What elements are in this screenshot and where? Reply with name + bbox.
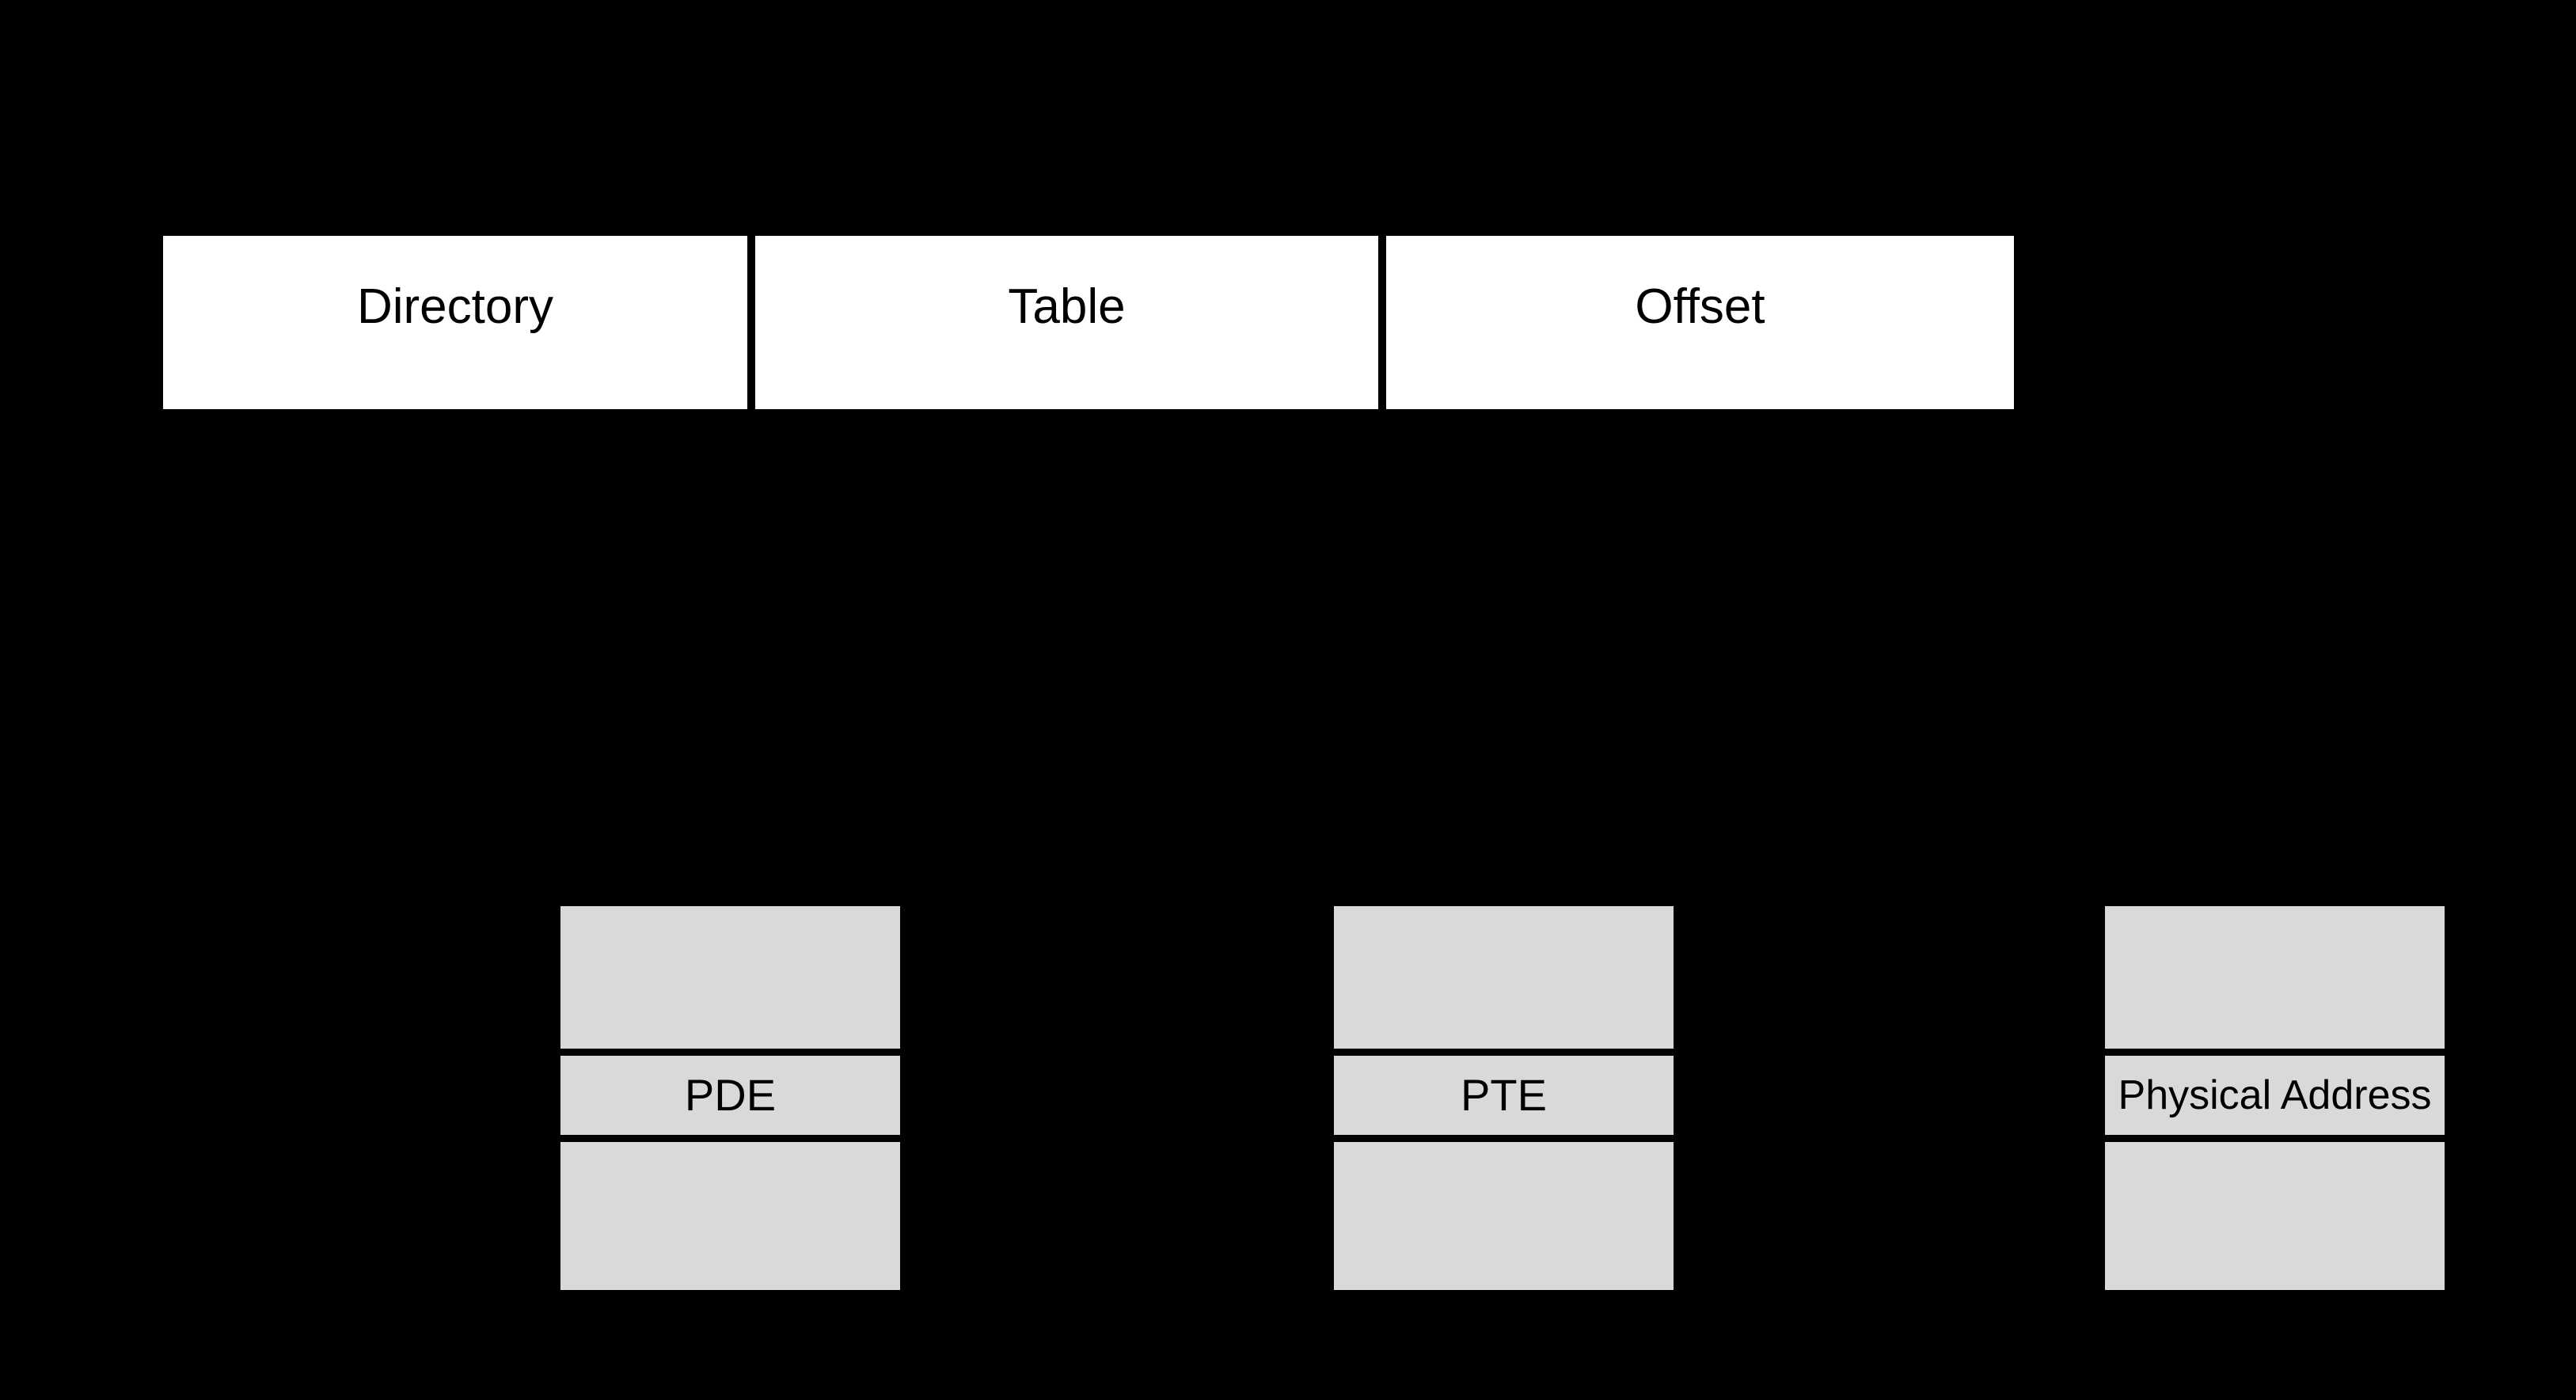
pde-entry-label: PDE — [684, 1070, 777, 1120]
page-table: PTE — [1334, 906, 1674, 1290]
table-field-label: Table — [1008, 279, 1126, 334]
directory-field-box: Directory — [163, 236, 747, 409]
pde-entry-row: PDE — [560, 1056, 900, 1135]
physical-address-row: Physical Address — [2105, 1056, 2445, 1135]
offset-field-label: Offset — [1635, 279, 1765, 334]
page-directory-upper-block — [560, 906, 900, 1049]
page-directory-table: PDE — [560, 906, 900, 1290]
physical-address-label: Physical Address — [2118, 1072, 2432, 1118]
page-table-upper-block — [1334, 906, 1674, 1049]
directory-field-label: Directory — [356, 279, 554, 334]
offset-field-box: Offset — [1386, 236, 2014, 409]
page-directory-lower-block — [560, 1142, 900, 1290]
pte-entry-label: PTE — [1461, 1070, 1547, 1120]
physical-memory-lower-block — [2105, 1142, 2445, 1290]
physical-memory-table: Physical Address — [2105, 906, 2445, 1290]
table-field-box: Table — [755, 236, 1378, 409]
pte-entry-row: PTE — [1334, 1056, 1674, 1135]
physical-memory-upper-block — [2105, 906, 2445, 1049]
page-table-lower-block — [1334, 1142, 1674, 1290]
